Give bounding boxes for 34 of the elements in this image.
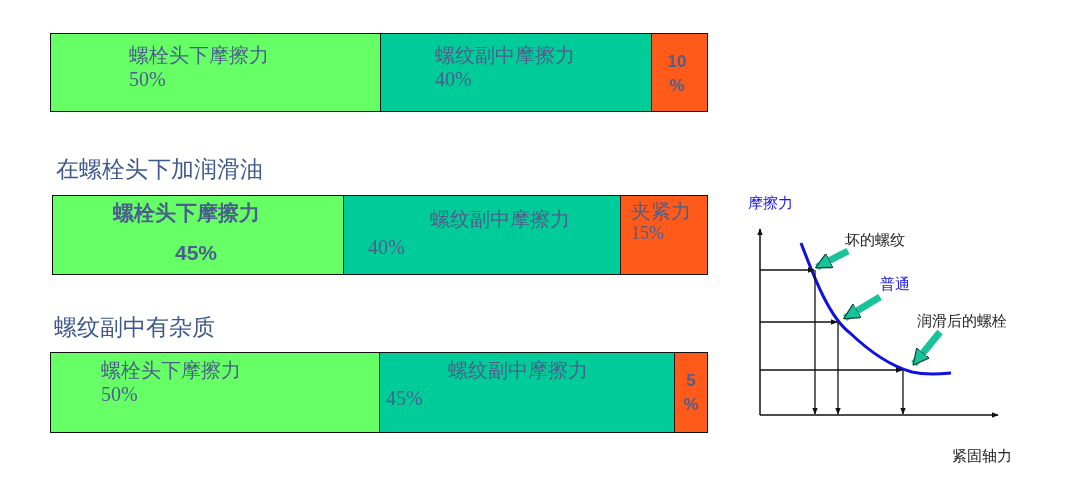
percent-label: 5% (683, 370, 699, 416)
pointer-arrow (911, 329, 943, 367)
curve-label: 润滑后的螺栓 (917, 312, 1007, 331)
percent-label: 50% (101, 383, 138, 405)
bar-segment (343, 195, 621, 275)
bar-segment (50, 352, 380, 433)
segment-label: 螺纹副中摩擦力 (435, 44, 575, 66)
bar-segment (52, 195, 344, 275)
percent-label: 50% (129, 68, 166, 90)
segment-label: 螺栓头下摩擦力 (129, 44, 269, 66)
section-title: 螺纹副中有杂质 (54, 313, 215, 342)
pointer-arrow (843, 294, 882, 321)
bar-segment (50, 33, 381, 112)
segment-label: 螺纹副中摩擦力 (430, 208, 570, 230)
bar-segment (651, 33, 708, 112)
axis-label: 摩擦力 (748, 194, 793, 213)
bar-segment (674, 352, 708, 433)
segment-label: 螺栓头下摩擦力 (113, 202, 260, 224)
percent-label: 15% (631, 222, 664, 244)
segment-label: 螺纹副中摩擦力 (448, 359, 588, 381)
curve-label: 坏的螺纹 (845, 231, 905, 250)
segment-label: 螺栓头下摩擦力 (101, 359, 241, 381)
axis-label: 紧固轴力 (952, 447, 1012, 466)
percent-label: 40% (435, 68, 472, 90)
bar-segment (380, 33, 652, 112)
bar-segment (379, 352, 675, 433)
pointer-arrow (814, 247, 850, 271)
percent-label: 45% (175, 242, 218, 264)
percent-label: 45% (386, 387, 423, 409)
segment-label: 夹紧力 (631, 200, 691, 222)
section-title: 在螺栓头下加润滑油 (56, 155, 263, 184)
percent-label: 10% (666, 51, 688, 97)
bar-segment (620, 195, 708, 275)
percent-label: 40% (368, 236, 405, 258)
